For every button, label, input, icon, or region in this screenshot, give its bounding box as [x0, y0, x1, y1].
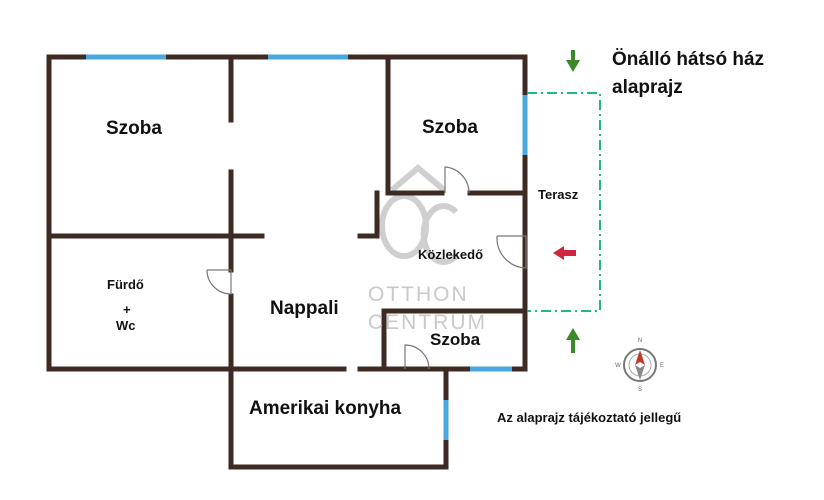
- room-furdo: Fürdő: [107, 277, 144, 292]
- windows: [86, 54, 528, 440]
- watermark-line1: OTTHON: [368, 283, 469, 306]
- room-furdo-plus: +: [123, 302, 131, 317]
- page-title-line1: Önálló hátsó ház: [612, 49, 765, 70]
- compass-n: N: [638, 338, 642, 344]
- watermark-line2: CENTRUM: [368, 311, 487, 334]
- door-kozlekedo: [496, 235, 527, 269]
- room-furdo-wc: Wc: [116, 318, 136, 333]
- compass-e: E: [660, 363, 664, 369]
- terrace-outline: [527, 92, 601, 312]
- arrow-up-icon: [566, 328, 580, 353]
- disclaimer-note: Az alaprajz tájékoztató jellegű: [497, 410, 682, 425]
- door-szoba-small: [404, 344, 430, 370]
- room-szoba-small: Szoba: [430, 330, 481, 349]
- room-szoba-left: Szoba: [106, 118, 162, 139]
- compass-icon: N E S W: [615, 338, 664, 393]
- room-nappali: Nappali: [270, 298, 339, 319]
- walls: [46, 54, 528, 470]
- room-szoba-topright: Szoba: [422, 117, 478, 138]
- arrow-left-icon: [553, 246, 576, 260]
- door-szoba-top: [444, 166, 470, 194]
- door-furdo: [206, 269, 232, 295]
- compass-s: S: [638, 387, 642, 393]
- arrow-down-icon: [566, 50, 580, 72]
- watermark-logo: [379, 164, 459, 265]
- room-kozlekedo: Közlekedő: [418, 247, 484, 262]
- doors: [206, 166, 527, 370]
- compass-w: W: [615, 363, 621, 369]
- room-terasz: Terasz: [538, 187, 579, 202]
- page-title-line2: alaprajz: [612, 77, 683, 98]
- room-konyha: Amerikai konyha: [249, 398, 402, 419]
